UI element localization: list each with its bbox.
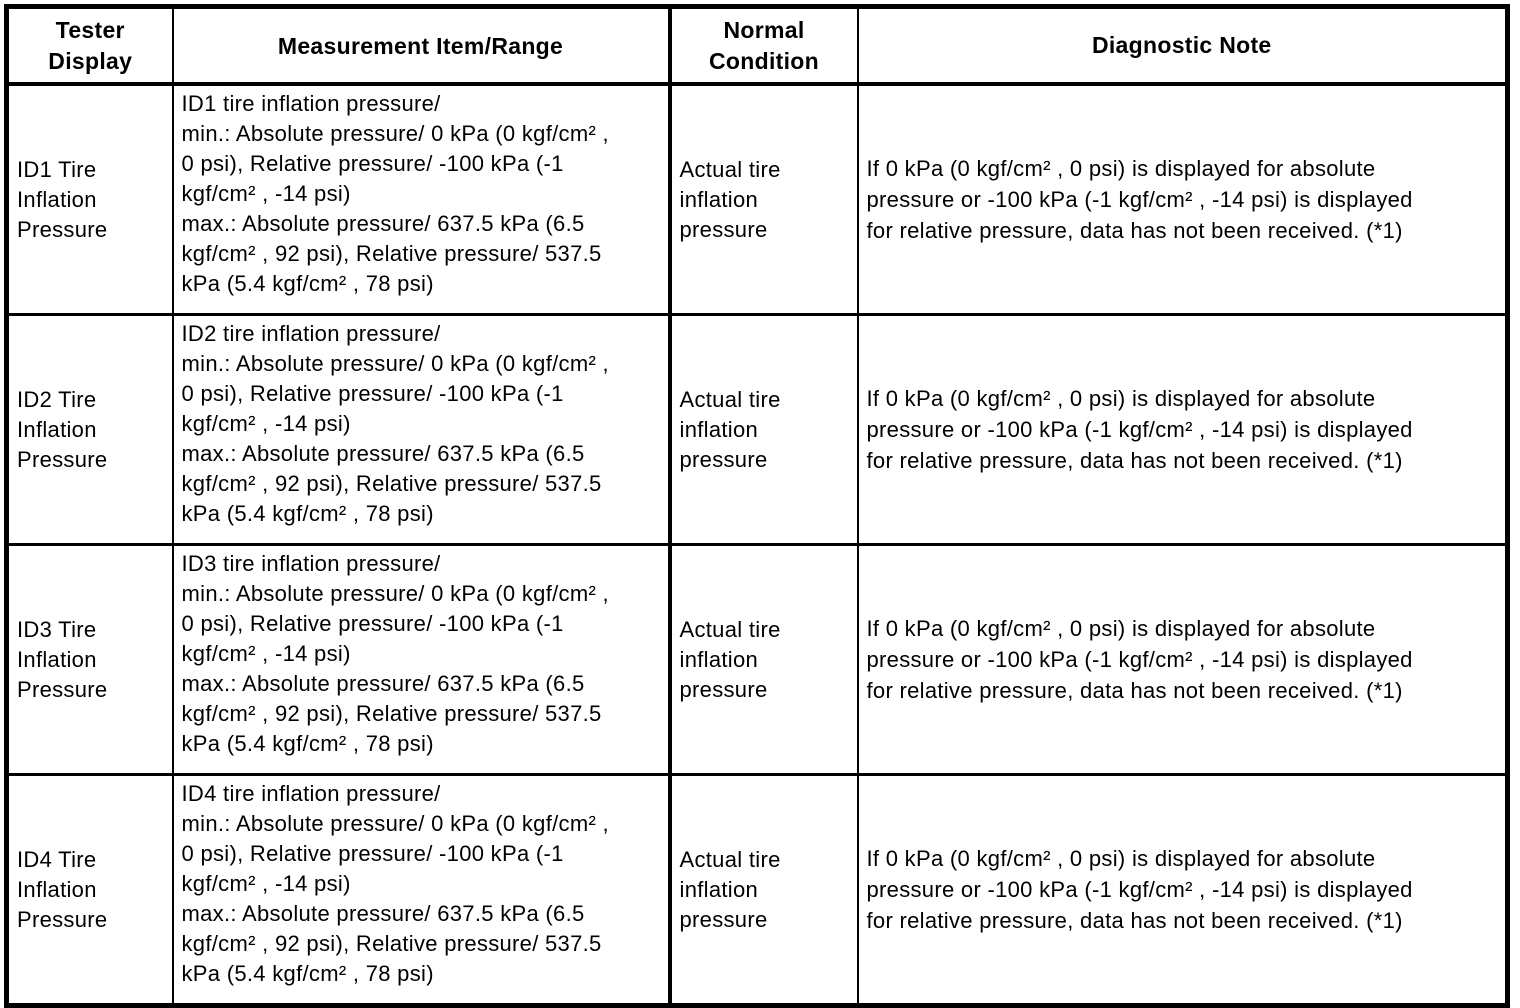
table-row-id1: ID1 Tire Inflation Pressure ID1 tire inf… <box>5 82 1509 316</box>
tester-display-cell: ID2 Tire Inflation Pressure <box>5 313 174 546</box>
table-row-id2: ID2 Tire Inflation Pressure ID2 tire inf… <box>5 313 1509 546</box>
diagnostic-note-cell: If 0 kPa (0 kgf/cm² , 0 psi) is displaye… <box>856 543 1509 776</box>
tester-display-cell: ID1 Tire Inflation Pressure <box>5 82 174 316</box>
diagnostic-data-table: Tester Display Measurement Item/Range No… <box>4 4 1510 1008</box>
measurement-item-range-cell: ID3 tire inflation pressure/ min.: Absol… <box>171 543 672 776</box>
table-row-id3: ID3 Tire Inflation Pressure ID3 tire inf… <box>5 543 1509 776</box>
tester-display-cell: ID3 Tire Inflation Pressure <box>5 543 174 776</box>
diagnostic-note-cell: If 0 kPa (0 kgf/cm² , 0 psi) is displaye… <box>856 313 1509 546</box>
normal-condition-cell: Actual tire inflation pressure <box>668 82 859 316</box>
header-diagnostic-note: Diagnostic Note <box>856 5 1509 86</box>
normal-condition-cell: Actual tire inflation pressure <box>668 313 859 546</box>
normal-condition-cell: Actual tire inflation pressure <box>668 543 859 776</box>
tester-display-cell: ID4 Tire Inflation Pressure <box>5 773 174 1007</box>
measurement-item-range-cell: ID2 tire inflation pressure/ min.: Absol… <box>171 313 672 546</box>
table-row-id4: ID4 Tire Inflation Pressure ID4 tire inf… <box>5 773 1509 1007</box>
diagnostic-note-cell: If 0 kPa (0 kgf/cm² , 0 psi) is displaye… <box>856 773 1509 1007</box>
measurement-item-range-cell: ID4 tire inflation pressure/ min.: Absol… <box>171 773 672 1007</box>
header-tester-display: Tester Display <box>5 5 174 86</box>
header-normal-condition: Normal Condition <box>668 5 859 86</box>
measurement-item-range-cell: ID1 tire inflation pressure/ min.: Absol… <box>171 82 672 316</box>
normal-condition-cell: Actual tire inflation pressure <box>668 773 859 1007</box>
diagnostic-note-cell: If 0 kPa (0 kgf/cm² , 0 psi) is displaye… <box>856 82 1509 316</box>
header-row: Tester Display Measurement Item/Range No… <box>5 5 1509 86</box>
header-measurement-item-range: Measurement Item/Range <box>171 5 672 86</box>
